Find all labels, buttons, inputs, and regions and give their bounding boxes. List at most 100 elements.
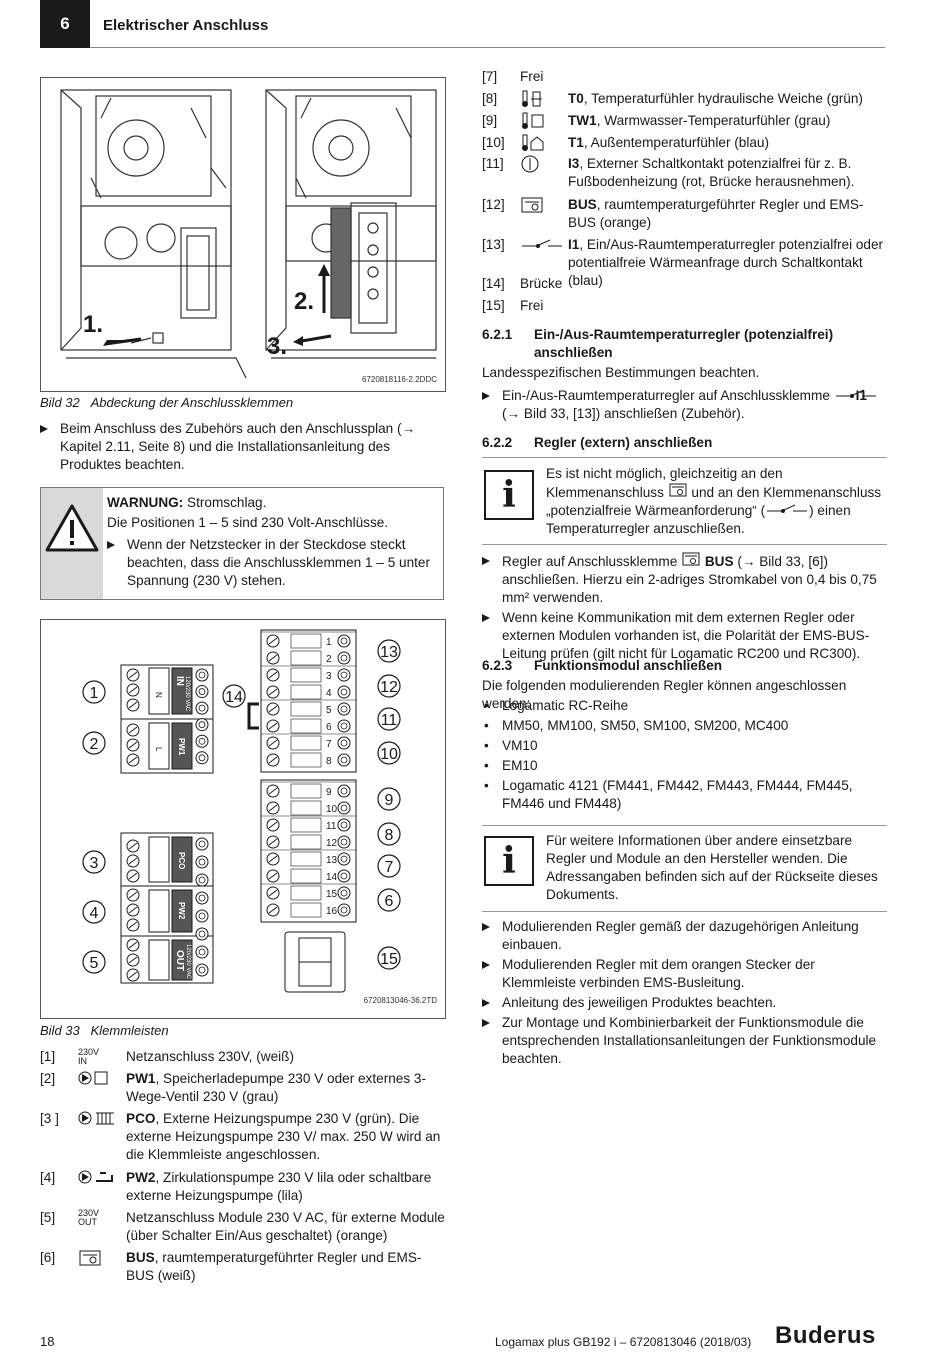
terminal-number: 11 bbox=[326, 821, 337, 832]
screw-slot bbox=[268, 654, 278, 662]
terminal-slot bbox=[290, 650, 322, 666]
terminal-contact-inner bbox=[198, 754, 206, 762]
onoff-switch-icon bbox=[767, 504, 808, 513]
onoff-switch-icon bbox=[835, 389, 876, 398]
terminal-contact bbox=[337, 736, 351, 750]
terminal-contact bbox=[337, 903, 351, 917]
bullet-zubehoer: Beim Anschluss des Zubehörs auch den Ans… bbox=[40, 420, 445, 474]
terminal-contact bbox=[195, 751, 209, 765]
list-item: Logamatic 4121 (FM441, FM442, FM443, FM4… bbox=[482, 777, 887, 813]
section-6-2-1-text: Landesspezifischen Bestimmungen beachten… bbox=[482, 365, 760, 380]
terminal-contact-inner bbox=[340, 739, 348, 747]
section-6-2-1-bullet: Ein-/Aus-Raumtemperaturregler auf Anschl… bbox=[482, 387, 887, 423]
label-strip-pco bbox=[171, 836, 193, 883]
nl-label: N bbox=[154, 692, 163, 698]
figure-32-drawing: 1. 2. 3. bbox=[60, 89, 437, 379]
terminal-number: 5 bbox=[326, 705, 332, 716]
warning-triangle-icon bbox=[45, 504, 99, 552]
bus-controller-icon bbox=[520, 196, 548, 219]
block-label-out: OUT bbox=[174, 950, 185, 971]
terminal-slot bbox=[290, 684, 322, 700]
terminal-contact-inner bbox=[340, 637, 348, 645]
terminal-slot bbox=[290, 701, 322, 717]
block-label-in-voltage: 120/230 VAC bbox=[184, 676, 190, 712]
pump-heating-icon bbox=[78, 1110, 122, 1128]
figure-32: 1. 2. 3. 6720818116-2.2DDC bbox=[40, 77, 446, 392]
terminal-contact-inner bbox=[198, 721, 206, 729]
figure-32-ref: 6720818116-2.2DDC bbox=[361, 375, 437, 384]
terminal-contact bbox=[337, 753, 351, 767]
list-item: Logamatic RC-Reihe bbox=[482, 697, 887, 715]
block-label-pw2: PW2 bbox=[177, 902, 186, 920]
sensor-t0-icon bbox=[520, 90, 548, 113]
terminal-contact bbox=[337, 702, 351, 716]
terminal-contact-inner bbox=[340, 671, 348, 679]
terminal-contact bbox=[337, 784, 351, 798]
terminal-contact-inner bbox=[340, 756, 348, 764]
plug-in bbox=[148, 667, 170, 715]
terminal-contact bbox=[195, 855, 209, 869]
screw-slot bbox=[128, 686, 138, 694]
callout-label: 8 bbox=[385, 827, 394, 844]
warning-bullet: Wenn der Netzstecker in der Steckdose st… bbox=[107, 536, 437, 590]
sensor-outdoor-icon bbox=[520, 134, 548, 157]
terminal-contact-inner bbox=[340, 654, 348, 662]
terminal-contact-inner bbox=[198, 894, 206, 902]
block-label-out-voltage: 120/230 VAC bbox=[185, 944, 191, 980]
section-6-2-1-heading: 6.2.1 Ein-/Aus-Raumtemperaturregler (pot… bbox=[482, 327, 834, 360]
callout-circle bbox=[377, 674, 401, 698]
terminal-number: 3 bbox=[326, 671, 332, 682]
terminal-contact bbox=[337, 651, 351, 665]
terminal-contact bbox=[195, 701, 209, 715]
callout-circle bbox=[82, 900, 106, 924]
label-strip-pw1 bbox=[171, 722, 193, 770]
terminal-number: 15 bbox=[326, 889, 338, 900]
screw-slot bbox=[128, 921, 138, 929]
label-strip-pw2 bbox=[171, 889, 193, 933]
section-6-2-3-bullet-1: Modulierenden Regler gemäß der dazugehör… bbox=[482, 918, 887, 954]
warning-box: WARNUNG: Stromschlag. Die Positionen 1 –… bbox=[40, 487, 444, 600]
terminal-slot bbox=[290, 735, 322, 751]
terminal-slot bbox=[290, 633, 322, 649]
section-6-2-2-heading: 6.2.2 Regler (extern) anschließen bbox=[482, 435, 713, 450]
terminal-contact bbox=[337, 818, 351, 832]
list-item: VM10 bbox=[482, 737, 887, 755]
module-list: Logamatic RC-Reihe MM50, MM100, SM50, SM… bbox=[482, 697, 887, 813]
terminal-contact-inner bbox=[340, 688, 348, 696]
terminal-number: 1 bbox=[326, 637, 332, 648]
screw-slot bbox=[268, 688, 278, 696]
screw-slot bbox=[268, 637, 278, 645]
sensor-tw1-icon bbox=[520, 112, 548, 135]
screw-slot bbox=[268, 705, 278, 713]
terminal-slot bbox=[290, 902, 322, 918]
info-icon: i bbox=[484, 470, 534, 520]
callout-label: 15 bbox=[380, 951, 398, 968]
screw-slot bbox=[128, 956, 138, 964]
terminal-contact bbox=[195, 718, 209, 732]
callout-circle bbox=[377, 787, 401, 811]
callout-circle bbox=[82, 950, 106, 974]
screw-slot bbox=[128, 857, 138, 865]
terminal-number: 4 bbox=[326, 688, 332, 699]
terminal-number: 16 bbox=[326, 906, 338, 917]
callout-label: 2 bbox=[90, 736, 99, 753]
warning-icon-panel bbox=[41, 488, 103, 599]
terminal-contact bbox=[337, 634, 351, 648]
terminal-contact-inner bbox=[340, 705, 348, 713]
caption-number: Bild 33 bbox=[40, 1023, 80, 1038]
terminal-contact-inner bbox=[340, 804, 348, 812]
terminal-slot bbox=[290, 783, 322, 799]
section-6-2-3-bullet-2: Modulierenden Regler mit dem orangen Ste… bbox=[482, 956, 887, 992]
terminal-contact-inner bbox=[198, 840, 206, 848]
terminal-contact-inner bbox=[198, 704, 206, 712]
step-3-label: 3. bbox=[267, 333, 287, 360]
callout-circle bbox=[377, 741, 401, 765]
document-reference: Logamax plus GB192 i – 6720813046 (2018/… bbox=[495, 1335, 752, 1349]
pump-valve-icon bbox=[78, 1070, 122, 1088]
bus-controller-icon bbox=[78, 1249, 122, 1269]
terminal-contact-inner bbox=[340, 906, 348, 914]
terminal-contact bbox=[195, 909, 209, 923]
screw-slot bbox=[128, 726, 138, 734]
